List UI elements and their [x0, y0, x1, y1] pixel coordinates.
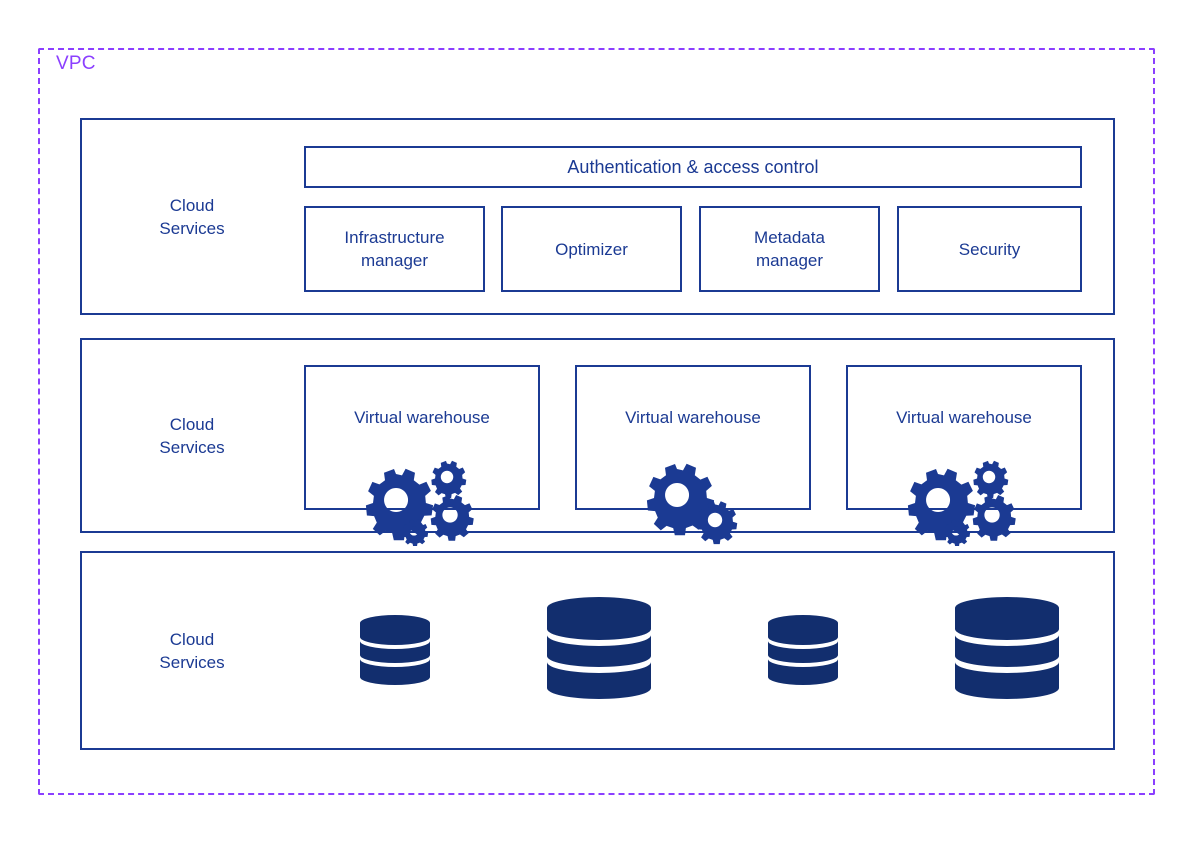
storage-row	[302, 553, 1117, 748]
authentication-access-control-box[interactable]: Authentication & access control	[304, 146, 1082, 188]
section-label-cloud-services: Cloud Services	[159, 629, 225, 672]
section-label-cloud-services: Cloud Services	[159, 414, 225, 457]
gears-icon	[848, 460, 1080, 546]
virtual-warehouse-box[interactable]: Virtual warehouse	[575, 365, 811, 545]
virtual-warehouse-label: Virtual warehouse	[896, 408, 1032, 427]
gears-icon	[306, 460, 538, 546]
infrastructure-manager-box[interactable]: Infrastructure manager	[304, 206, 485, 292]
virtual-warehouse-label: Virtual warehouse	[354, 408, 490, 427]
vpc-label: VPC	[50, 52, 102, 76]
cloud-services-section-storage: Cloud Services	[80, 551, 1115, 750]
optimizer-box[interactable]: Optimizer	[501, 206, 682, 292]
security-box[interactable]: Security	[897, 206, 1082, 292]
cloud-services-section-compute: Cloud Services Virtual warehouse	[80, 338, 1115, 546]
virtual-warehouse-box[interactable]: Virtual warehouse	[846, 365, 1082, 546]
virtual-warehouse-box[interactable]: Virtual warehouse	[304, 365, 540, 546]
cloud-services-section-control: Cloud Services Authentication & access c…	[80, 118, 1115, 315]
metadata-manager-box[interactable]: Metadata manager	[699, 206, 880, 292]
database-icon	[954, 596, 1060, 706]
section-label-cloud-services: Cloud Services	[159, 195, 225, 238]
database-icon	[546, 596, 652, 706]
gears-icon	[577, 460, 809, 546]
virtual-warehouse-label: Virtual warehouse	[625, 408, 761, 427]
vpc-boundary	[38, 48, 1155, 795]
database-icon	[767, 614, 839, 688]
database-icon	[359, 614, 431, 688]
